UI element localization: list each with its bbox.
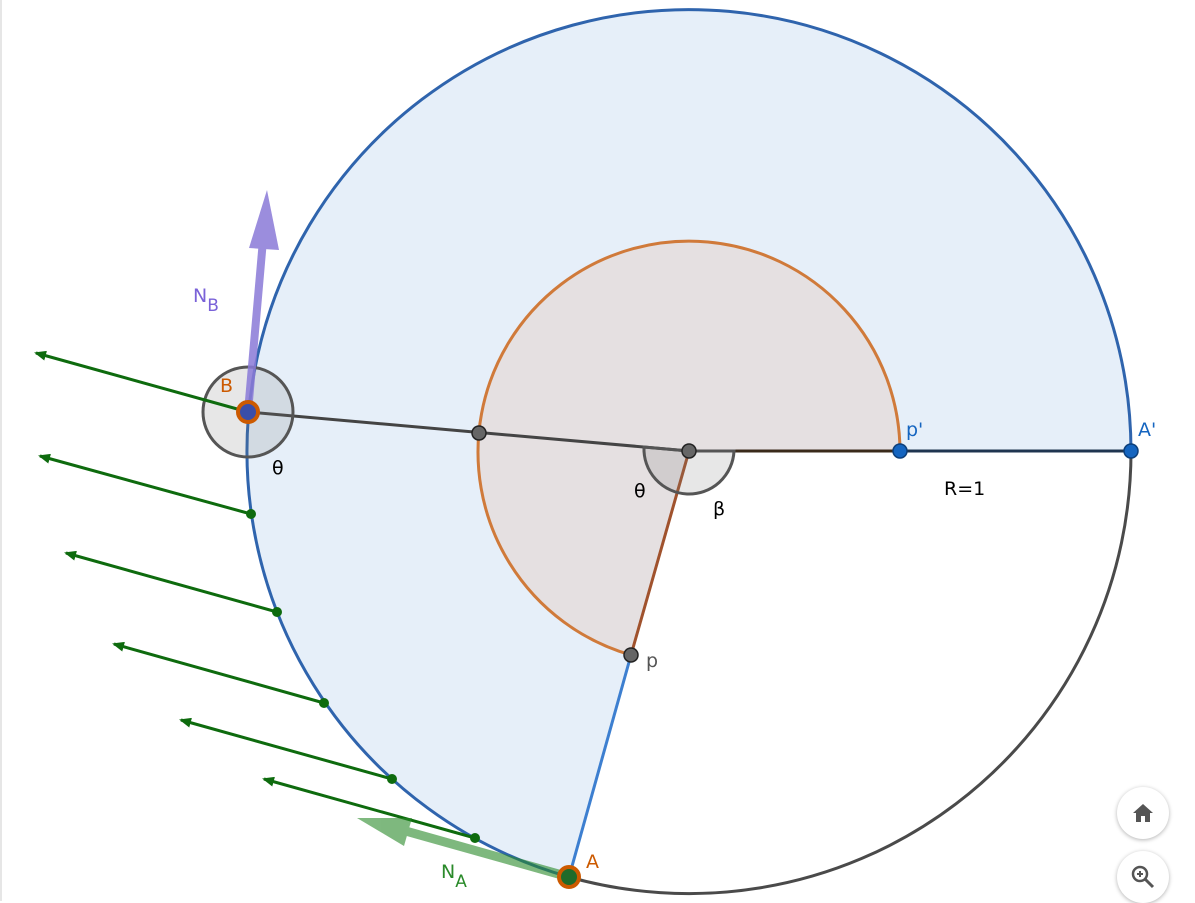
home-button[interactable] [1117,787,1169,839]
force-arrow [112,641,325,705]
label-NB: NB [193,285,219,316]
label-theta-center: θ [634,480,646,502]
point-center[interactable] [681,443,697,459]
force-arrows [34,350,476,840]
label-B: B [220,375,233,397]
label-radius: R=1 [944,478,985,500]
panel-divider [0,0,2,901]
zoom-in-icon [1131,865,1155,889]
force-arrow [262,776,476,840]
segment-p-A [567,654,633,878]
normal-vector-B[interactable] [244,190,279,413]
point-A[interactable] [557,865,581,889]
zoom-in-button[interactable] [1117,851,1169,903]
point-p[interactable] [623,647,639,663]
label-beta: β [713,498,725,520]
force-points [246,509,480,843]
segment-B-center [247,410,690,453]
point-inner-intersection[interactable] [471,425,487,441]
force-arrow [179,717,393,781]
point-B[interactable] [236,400,260,424]
angle-theta-beta-arc [642,445,736,496]
force-arrow [34,350,249,414]
force-arrow [38,453,252,516]
label-A-prime: A' [1138,419,1156,441]
inner-arc [476,239,902,657]
segment-center-p [629,450,691,656]
label-p-prime: p' [906,419,923,441]
label-p: p [646,650,658,672]
point-A-prime[interactable] [1123,443,1139,459]
label-NA: NA [441,861,467,892]
label-A: A [586,851,599,873]
normal-vector-A[interactable] [357,818,571,882]
point-p-prime[interactable] [892,443,908,459]
home-icon [1133,804,1153,822]
outer-circle-arc [245,8,1133,879]
force-arrow [64,550,278,614]
label-theta-B: θ [272,457,284,479]
outer-circle-lower-arc [568,450,1133,896]
